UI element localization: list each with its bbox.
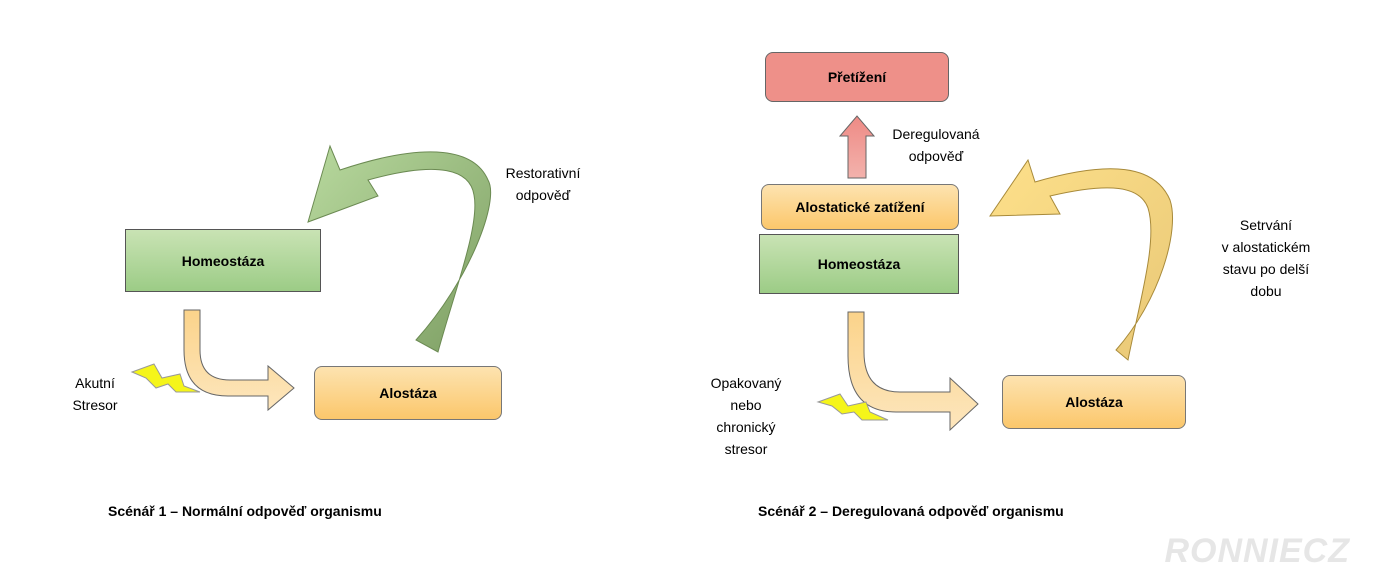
homeostasis-box-1: Homeostáza <box>125 229 321 292</box>
stress-bend-arrow-2 <box>847 311 979 432</box>
stress-bend-arrow-1 <box>183 309 295 412</box>
scenario2-caption: Scénář 2 – Deregulovaná odpověď organism… <box>758 503 1064 519</box>
chronic-stressor-label: Opakovaný nebo chronický stresor <box>710 375 782 457</box>
allostatic-load-box: Alostatické zatížení <box>761 184 959 230</box>
overload-up-arrow <box>838 115 876 179</box>
persist-arrow <box>989 158 1173 361</box>
restorative-arrow <box>307 144 492 353</box>
allostasis-box-1: Alostáza <box>314 366 502 420</box>
overload-box: Přetížení <box>765 52 949 102</box>
allostasis-label-1: Alostáza <box>379 385 437 401</box>
deregulated-response-label: Deregulovaná odpověď <box>892 126 980 164</box>
restorative-response-label: Restorativní odpověď <box>505 165 581 203</box>
allostasis-label-2: Alostáza <box>1065 394 1123 410</box>
lightning-bolt-icon-2 <box>816 393 889 421</box>
overload-label: Přetížení <box>827 69 887 85</box>
scenario1-caption: Scénář 1 – Normální odpověď organismu <box>108 503 382 519</box>
persist-label: Setrvání v alostatickém stavu po delší d… <box>1221 217 1311 299</box>
homeostasis-label-2: Homeostáza <box>817 256 901 272</box>
allostasis-box-2: Alostáza <box>1002 375 1186 429</box>
homeostasis-box-2: Homeostáza <box>759 234 959 294</box>
homeostasis-label-1: Homeostáza <box>181 252 265 269</box>
lightning-bolt-icon-1 <box>130 363 201 393</box>
acute-stressor-label: Akutní Stresor <box>72 375 118 413</box>
watermark-logo: RONNIECZ <box>1164 532 1350 570</box>
allostatic-load-label: Alostatické zatížení <box>795 199 925 215</box>
